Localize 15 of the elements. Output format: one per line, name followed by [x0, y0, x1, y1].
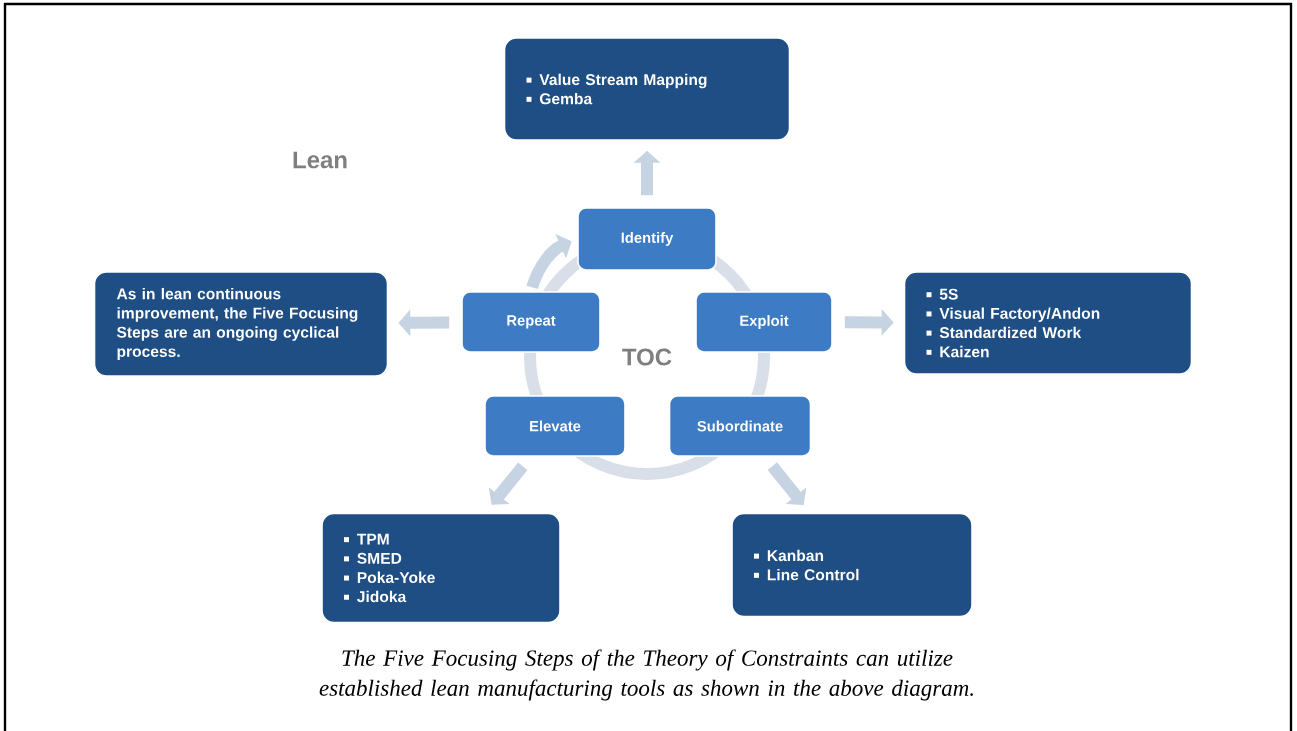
heading-label: Lean: [293, 151, 347, 169]
tool-list-box: Kanban Line Control: [731, 512, 973, 618]
step-box: Subordinate: [668, 395, 812, 457]
step-box: Identify: [577, 207, 717, 271]
step-box: Exploit: [695, 291, 833, 353]
tool-list-box: 5S Visual Factory/Andon Standardized Work Kaizen: [903, 271, 1193, 375]
arrow: [767, 462, 807, 505]
caption: The Five Focusing Steps of the Theory of Constraints can utilize established lean manufacturing tools as shown in the above diagram.: [319, 649, 973, 701]
step-box: Elevate: [484, 395, 626, 457]
step-box: Repeat: [461, 291, 601, 353]
tool-list-box: TPM SMED Poka-Yoke Jidoka: [321, 512, 561, 624]
note-box: As in lean continuous improvement, the Five Focusing Steps are an ongoing cyclical process.: [93, 271, 389, 377]
heading-label: TOC: [622, 348, 672, 366]
arrow: [526, 233, 572, 290]
tool-list-box: Value Stream Mapping Gemba: [503, 37, 791, 141]
